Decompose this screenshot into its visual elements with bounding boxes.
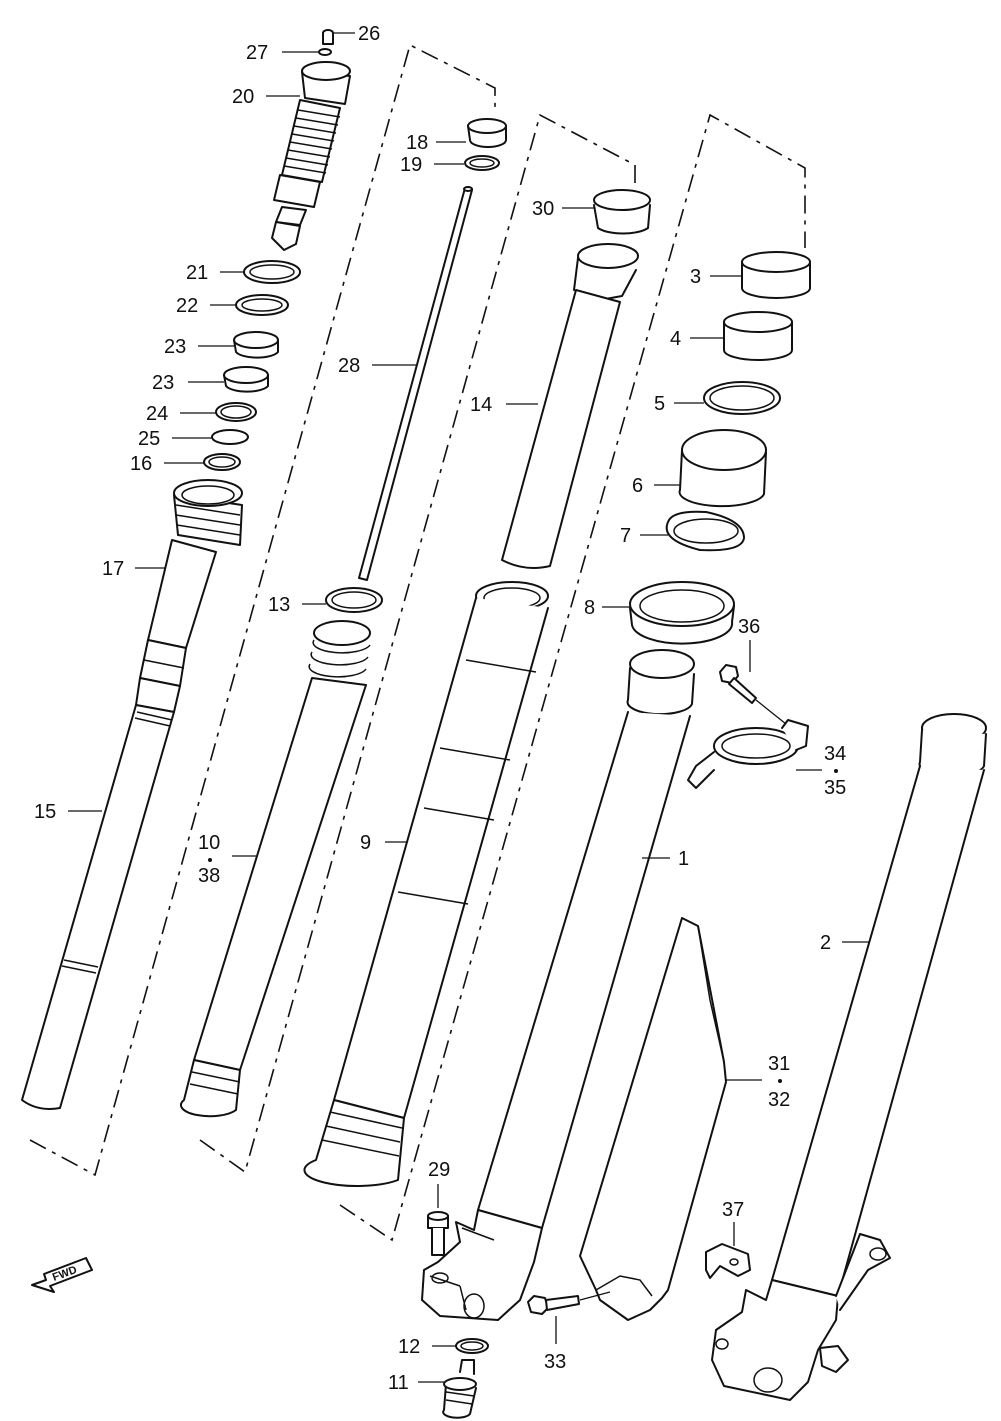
label-17: 17 bbox=[102, 558, 124, 580]
label-12: 12 bbox=[398, 1336, 420, 1358]
label-25: 25 bbox=[138, 428, 160, 450]
part-15-inner-tube bbox=[21, 704, 175, 1110]
label-7: 7 bbox=[620, 525, 631, 547]
part-6-oil-seal bbox=[678, 429, 767, 508]
part-24-ring bbox=[215, 402, 257, 422]
label-23-lower: 23 bbox=[152, 372, 174, 394]
part-4-bushing bbox=[723, 311, 793, 361]
part-5-washer bbox=[703, 381, 781, 415]
part-16-ring bbox=[203, 453, 241, 471]
part-12-washer bbox=[455, 1338, 489, 1354]
label-18: 18 bbox=[406, 132, 428, 154]
label-29: 29 bbox=[428, 1159, 450, 1181]
part-7-circlip bbox=[665, 510, 745, 552]
part-37-bracket bbox=[705, 1243, 751, 1279]
part-29-bolt bbox=[427, 1211, 449, 1256]
label-5: 5 bbox=[654, 393, 665, 415]
label-16: 16 bbox=[130, 453, 152, 475]
part-19-circlip bbox=[464, 155, 500, 171]
part-2-fork-outer-tube bbox=[711, 713, 987, 1401]
part-25-ring bbox=[211, 429, 249, 445]
label-28: 28 bbox=[338, 355, 360, 377]
part-11-drain-bolt bbox=[442, 1359, 477, 1419]
label-8: 8 bbox=[584, 597, 595, 619]
label-31: 31 bbox=[768, 1053, 790, 1075]
label-26: 26 bbox=[358, 23, 380, 45]
label-30: 30 bbox=[532, 198, 554, 220]
label-4: 4 bbox=[670, 328, 681, 350]
part-34-clamp bbox=[687, 719, 809, 789]
group-outlines bbox=[29, 43, 806, 1242]
part-3-bushing bbox=[741, 251, 811, 299]
part-17-damper-housing bbox=[135, 479, 243, 713]
part-31-fork-guard bbox=[579, 917, 727, 1321]
part-22-ring bbox=[235, 294, 289, 316]
label-19: 19 bbox=[400, 154, 422, 176]
label-22: 22 bbox=[176, 295, 198, 317]
part-10-fork-spring bbox=[179, 620, 371, 1118]
label-9: 9 bbox=[360, 832, 371, 854]
label-11: 11 bbox=[388, 1372, 409, 1394]
part-30-cap bbox=[593, 189, 651, 235]
part-26-screw bbox=[322, 29, 334, 45]
part-1-fork-outer-leg bbox=[421, 649, 695, 1321]
fwd-arrow-icon: FWD bbox=[31, 1257, 93, 1293]
label-14: 14 bbox=[470, 394, 492, 416]
label-32: 32 bbox=[768, 1089, 790, 1111]
label-3: 3 bbox=[690, 266, 701, 288]
part-9-outer-tube bbox=[303, 581, 549, 1187]
part-23-bushing-lower bbox=[223, 366, 269, 393]
part-27-washer bbox=[318, 48, 332, 56]
label-1: 1 bbox=[678, 848, 689, 870]
label-6: 6 bbox=[632, 475, 643, 497]
label-2: 2 bbox=[820, 932, 831, 954]
part-28-damper-rod bbox=[358, 186, 473, 581]
part-labels: 26 27 20 21 22 23 23 24 25 16 17 15 18 1… bbox=[34, 23, 846, 1394]
part-36-bolt bbox=[719, 664, 787, 725]
label-21: 21 bbox=[186, 262, 208, 284]
part-20-cap-assembly bbox=[271, 61, 351, 251]
label-27: 27 bbox=[246, 42, 268, 64]
label-36: 36 bbox=[738, 616, 760, 638]
part-18-collar bbox=[467, 118, 507, 148]
part-8-dust-seal bbox=[629, 581, 735, 645]
label-34: 34 bbox=[824, 743, 846, 765]
part-33-bolt bbox=[527, 1291, 611, 1315]
label-23-upper: 23 bbox=[164, 336, 186, 358]
part-21-ring bbox=[243, 260, 301, 284]
label-33: 33 bbox=[544, 1351, 566, 1373]
label-35: 35 bbox=[824, 777, 846, 799]
label-15: 15 bbox=[34, 801, 56, 823]
label-37: 37 bbox=[722, 1199, 744, 1221]
part-13-ring bbox=[325, 587, 383, 613]
label-10: 10 bbox=[198, 832, 220, 854]
label-20: 20 bbox=[232, 86, 254, 108]
label-13: 13 bbox=[268, 594, 290, 616]
part-23-bushing-upper bbox=[233, 331, 279, 359]
part-14-spacer-tube bbox=[501, 243, 639, 569]
label-38: 38 bbox=[198, 865, 220, 887]
label-24: 24 bbox=[146, 403, 168, 425]
leader-lines bbox=[68, 32, 870, 1383]
